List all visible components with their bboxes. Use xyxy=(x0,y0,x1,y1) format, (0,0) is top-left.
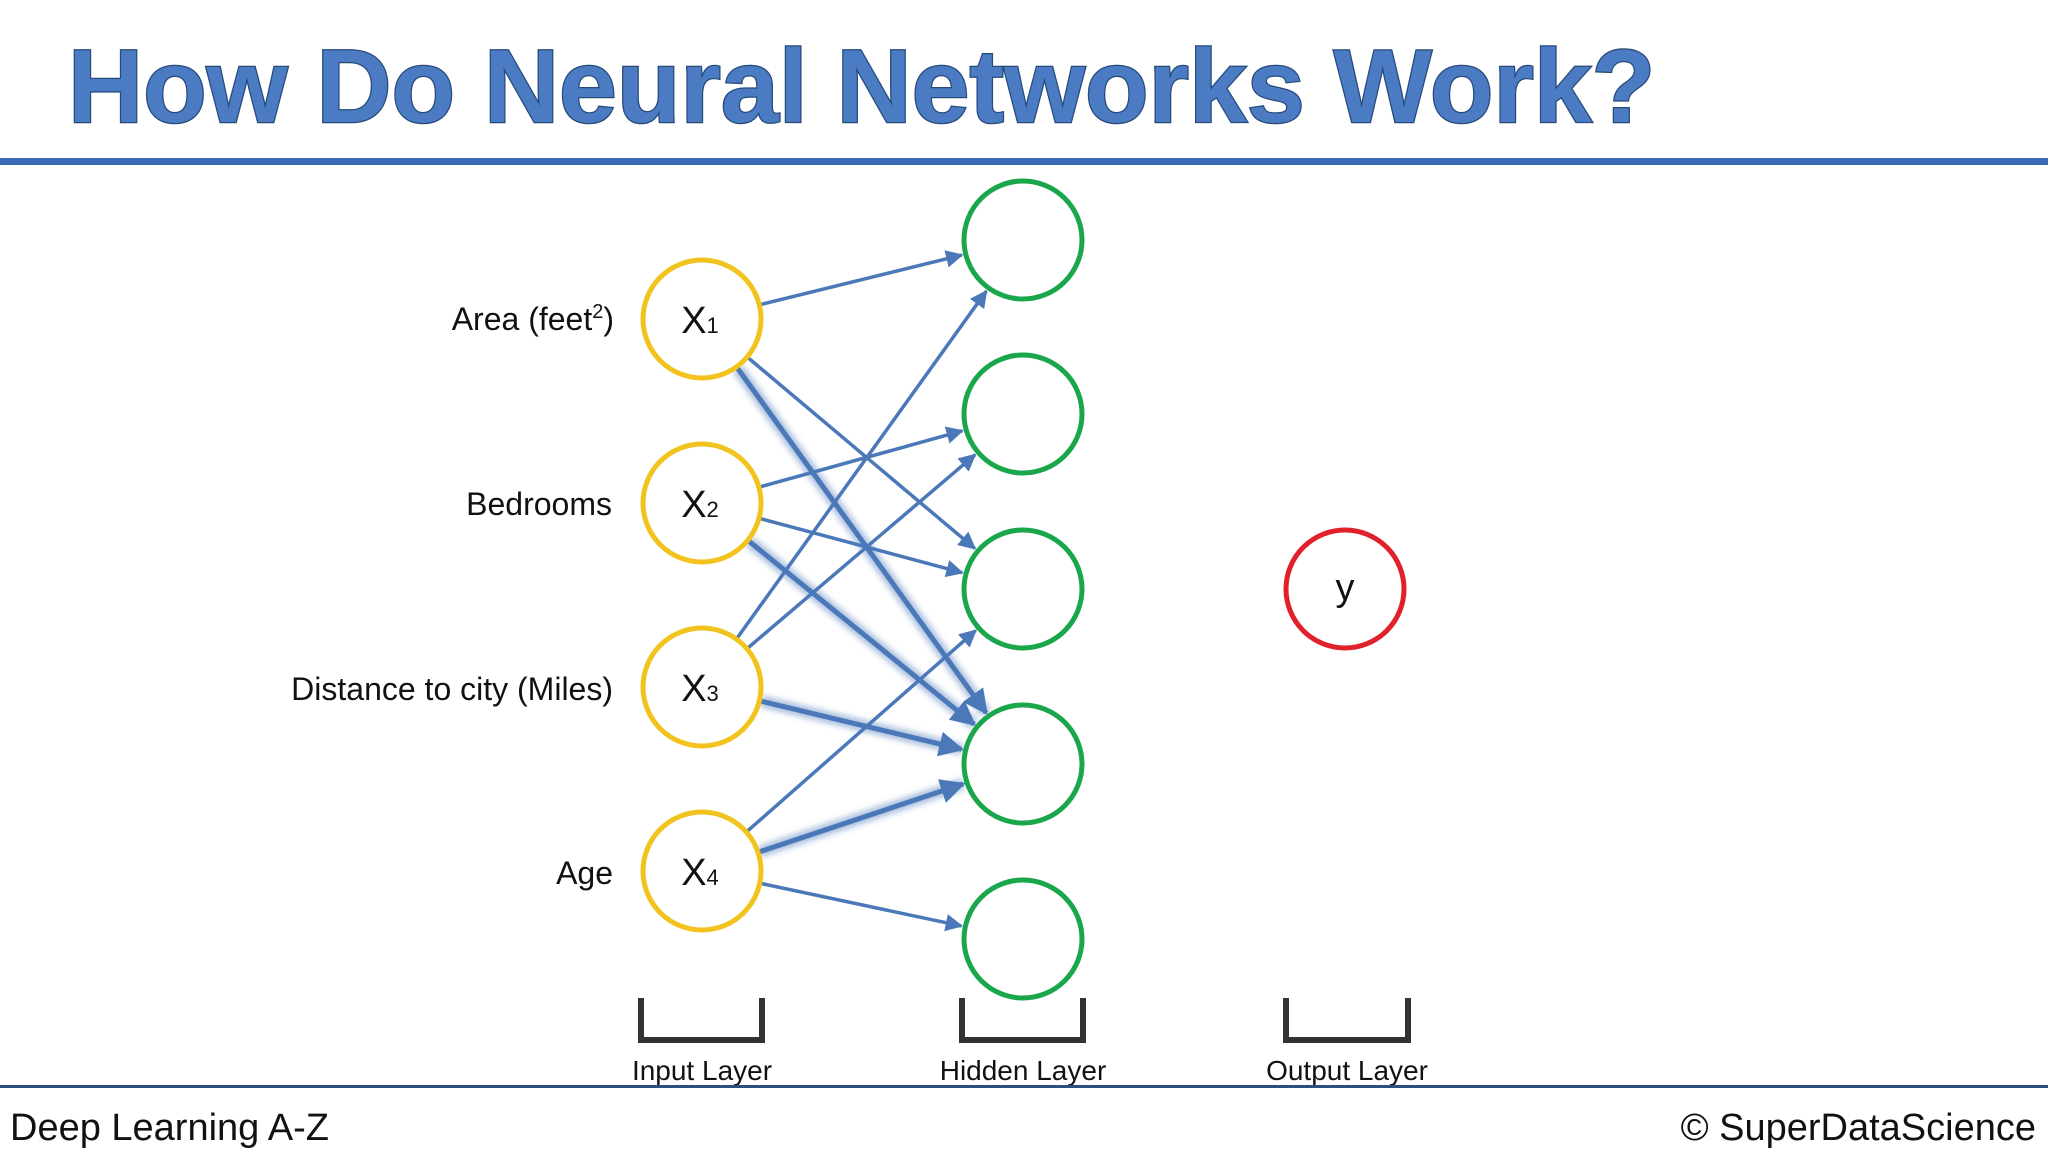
connection-x2-to-hidden-2 xyxy=(760,426,964,489)
output-node-label: y xyxy=(1336,567,1355,609)
input-feature-label-4: Age xyxy=(556,855,613,891)
connection-x2-to-hidden-3 xyxy=(760,517,964,578)
connection-x1-to-hidden-3 xyxy=(747,356,977,550)
input-layer-bracket xyxy=(638,998,765,1043)
output-layer-bracket xyxy=(1283,998,1411,1043)
output-layer-label: Output Layer xyxy=(1266,1055,1428,1086)
slide-title: How Do Neural Networks Work? xyxy=(68,29,1655,145)
input-node-label-1: X1 xyxy=(681,300,719,342)
input-node-circle-3 xyxy=(640,625,764,749)
input-node-3: Distance to city (Miles) X3 xyxy=(291,625,764,749)
input-node-circle-4 xyxy=(640,809,764,933)
connection-x2-to-hidden-4 xyxy=(747,539,977,727)
hidden-layer-label: Hidden Layer xyxy=(940,1055,1107,1086)
output-node: y xyxy=(1283,527,1407,651)
connection-x3-to-hidden-2 xyxy=(747,453,977,649)
input-feature-label-3: Distance to city (Miles) xyxy=(291,671,613,707)
input-layer-label: Input Layer xyxy=(632,1055,772,1086)
input-node-label-4: X4 xyxy=(681,852,719,894)
input-layer-nodes: Area (feet2) X1 Bedrooms X2 Distance to … xyxy=(291,257,764,933)
connection-x4-to-hidden-5 xyxy=(761,881,964,932)
connection-x3-to-hidden-4 xyxy=(760,698,965,757)
connection-x3-to-hidden-1 xyxy=(736,289,988,639)
connection-x4-to-hidden-3 xyxy=(746,629,977,833)
connection-x1-to-hidden-1 xyxy=(760,250,964,307)
input-feature-label-1: Area (feet2) xyxy=(452,301,614,337)
hidden-node-2 xyxy=(961,352,1085,476)
input-node-label-2: X2 xyxy=(681,484,719,526)
hidden-layer-bracket xyxy=(959,998,1086,1043)
hidden-node-3 xyxy=(961,527,1085,651)
input-node-1: Area (feet2) X1 xyxy=(452,257,764,381)
input-node-2: Bedrooms X2 xyxy=(466,441,764,565)
hidden-node-4 xyxy=(961,702,1085,826)
input-node-4: Age X4 xyxy=(556,809,764,933)
connection-x1-to-hidden-4 xyxy=(735,367,989,715)
footer-course-name: Deep Learning A-Z xyxy=(10,1107,329,1149)
hidden-node-5 xyxy=(961,877,1085,1001)
input-node-circle-1 xyxy=(640,257,764,381)
output-node-circle xyxy=(1283,527,1407,651)
input-feature-label-2: Bedrooms xyxy=(466,486,612,522)
header-rule xyxy=(0,158,2048,165)
input-node-label-3: X3 xyxy=(681,668,719,710)
connection-x4-to-hidden-4 xyxy=(759,779,966,855)
input-node-circle-2 xyxy=(640,441,764,565)
footer-rule xyxy=(0,1085,2048,1088)
footer-copyright: © SuperDataScience xyxy=(1681,1107,2036,1149)
connections-group xyxy=(732,250,992,932)
hidden-node-1 xyxy=(961,178,1085,302)
hidden-layer-nodes xyxy=(961,178,1085,1001)
